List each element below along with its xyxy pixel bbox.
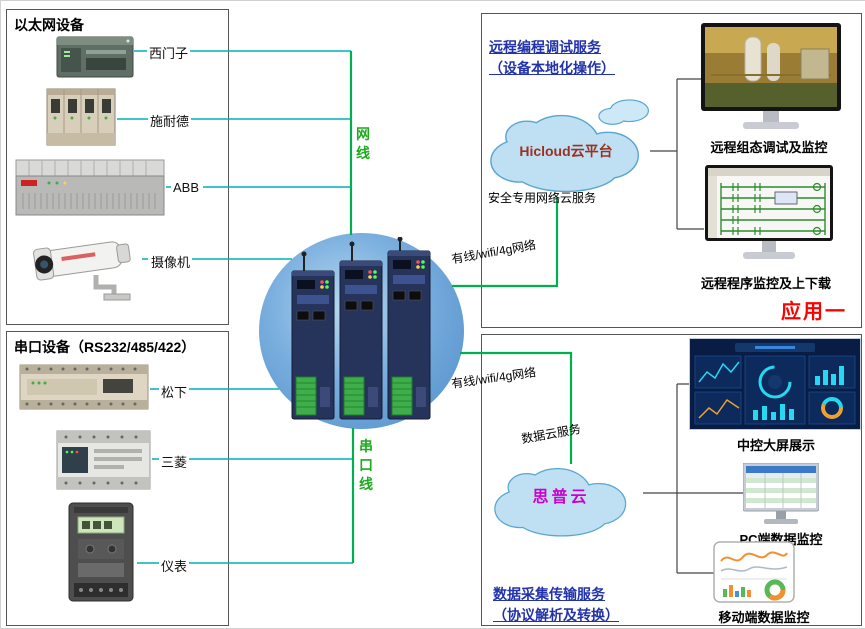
device-label-meter: 仪表	[161, 559, 188, 574]
device-label-abb: ABB	[173, 180, 200, 195]
monitor1-scada-image	[701, 23, 841, 129]
serial-box-title: 串口设备（RS232/485/422）	[14, 339, 196, 355]
abb-plc-image	[15, 159, 165, 216]
app1-service-title-line2: （设备本地化操作）	[489, 60, 615, 76]
bigscreen-caption: 中控大屏展示	[736, 438, 815, 453]
iot-gateway-cluster-image	[291, 237, 431, 420]
bigscreen-dashboard-image	[689, 338, 861, 430]
device-label-siemens: 西门子	[149, 46, 189, 61]
pc-monitor-image	[743, 463, 819, 524]
siemens-plc-image	[56, 36, 134, 78]
ethernet-cable-label: 网线	[356, 126, 370, 161]
device-label-panasonic: 松下	[161, 385, 188, 400]
cctv-camera-image	[33, 241, 131, 301]
app1-cloud-caption: 安全专用网络云服务	[488, 191, 597, 205]
sipu-cloud-label: 思普云	[532, 489, 590, 506]
hicloud-cloud-icon	[490, 99, 650, 193]
sipu-cloud-icon	[494, 468, 627, 537]
device-label-schneider: 施耐德	[150, 114, 190, 129]
app2-service-title-line1: 数据采集传输服务	[493, 586, 605, 602]
mobile-caption: 移动端数据监控	[718, 610, 810, 625]
device-label-mitsubishi: 三菱	[161, 455, 188, 470]
monitor2-ladder-image	[705, 165, 833, 259]
app1-service-title-line1: 远程编程调试服务	[489, 39, 601, 55]
mobile-dashboard-image	[713, 541, 795, 603]
ethernet-box-title: 以太网设备	[14, 17, 84, 33]
panasonic-plc-image	[19, 364, 149, 410]
mitsubishi-plc-image	[56, 430, 151, 490]
serial-cable-label: 串口线	[359, 438, 373, 492]
monitor1-caption: 远程组态调试及监控	[710, 140, 828, 155]
schneider-plc-image	[46, 88, 116, 146]
hicloud-cloud-label: Hicloud云平台	[519, 143, 613, 159]
device-label-camera: 摄像机	[151, 255, 191, 270]
app2-service-title-line2: （协议解析及转换）	[493, 607, 619, 623]
monitor2-caption: 远程程序监控及上下载	[700, 276, 831, 291]
power-meter-image	[68, 502, 134, 602]
app1-badge: 应用一	[781, 301, 847, 323]
